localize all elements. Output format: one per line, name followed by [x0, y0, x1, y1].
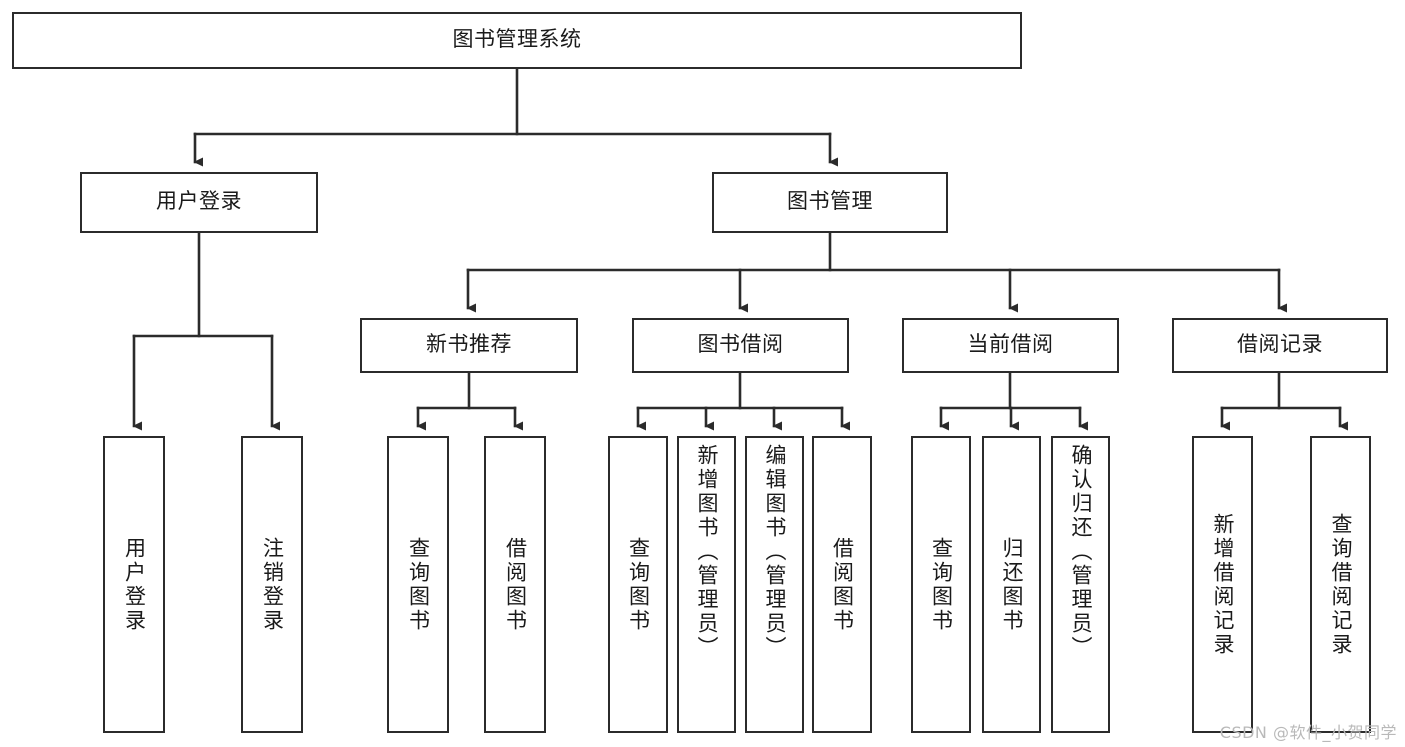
node-leaf-query-book-current-label: 查询图书 — [929, 536, 953, 633]
node-book-borrow-label: 图书借阅 — [697, 333, 784, 357]
node-leaf-user-logout-label: 注销登录 — [260, 536, 284, 633]
node-new-book-recommend-label: 新书推荐 — [426, 333, 512, 357]
node-leaf-edit-book[interactable]: 编辑图书（管理员） — [745, 436, 804, 733]
node-leaf-add-book-label: 新增图书（管理员） — [695, 444, 718, 660]
node-leaf-borrow-book[interactable]: 借阅图书 — [812, 436, 872, 733]
node-book-manage[interactable]: 图书管理 — [712, 172, 948, 233]
node-leaf-borrow-book-label: 借阅图书 — [830, 536, 854, 633]
node-leaf-user-login[interactable]: 用户登录 — [103, 436, 165, 733]
node-current-borrow[interactable]: 当前借阅 — [902, 318, 1119, 373]
node-leaf-query-book-recommend[interactable]: 查询图书 — [387, 436, 449, 733]
node-leaf-borrow-book-recommend[interactable]: 借阅图书 — [484, 436, 546, 733]
node-leaf-return-book[interactable]: 归还图书 — [982, 436, 1041, 733]
node-leaf-query-book-borrow[interactable]: 查询图书 — [608, 436, 668, 733]
node-leaf-add-borrow-record-label: 新增借阅记录 — [1211, 512, 1234, 657]
node-book-borrow[interactable]: 图书借阅 — [632, 318, 849, 373]
node-user-login-label: 用户登录 — [156, 190, 242, 214]
node-book-manage-label: 图书管理 — [787, 190, 873, 214]
csdn-watermark: CSDN @软件_小贺同学 — [1219, 723, 1397, 742]
node-borrow-record[interactable]: 借阅记录 — [1172, 318, 1388, 373]
node-leaf-add-book[interactable]: 新增图书（管理员） — [677, 436, 736, 733]
node-root-label: 图书管理系统 — [452, 28, 582, 52]
node-new-book-recommend[interactable]: 新书推荐 — [360, 318, 578, 373]
node-borrow-record-label: 借阅记录 — [1237, 333, 1323, 357]
node-leaf-return-book-label: 归还图书 — [1000, 536, 1023, 633]
node-current-borrow-label: 当前借阅 — [967, 333, 1054, 357]
node-leaf-edit-book-label: 编辑图书（管理员） — [763, 444, 786, 660]
node-leaf-query-book-borrow-label: 查询图书 — [626, 536, 650, 633]
node-user-login[interactable]: 用户登录 — [80, 172, 318, 233]
node-leaf-query-book-recommend-label: 查询图书 — [406, 536, 430, 633]
node-leaf-add-borrow-record[interactable]: 新增借阅记录 — [1192, 436, 1253, 733]
node-leaf-user-logout[interactable]: 注销登录 — [241, 436, 303, 733]
node-leaf-query-borrow-record[interactable]: 查询借阅记录 — [1310, 436, 1371, 733]
node-leaf-confirm-return-label: 确认归还（管理员） — [1069, 444, 1092, 660]
node-leaf-confirm-return[interactable]: 确认归还（管理员） — [1051, 436, 1110, 733]
node-leaf-query-borrow-record-label: 查询借阅记录 — [1329, 512, 1352, 657]
node-leaf-user-login-label: 用户登录 — [122, 536, 146, 633]
node-leaf-borrow-book-recommend-label: 借阅图书 — [503, 536, 527, 633]
node-leaf-query-book-current[interactable]: 查询图书 — [911, 436, 971, 733]
node-root[interactable]: 图书管理系统 — [12, 12, 1022, 69]
